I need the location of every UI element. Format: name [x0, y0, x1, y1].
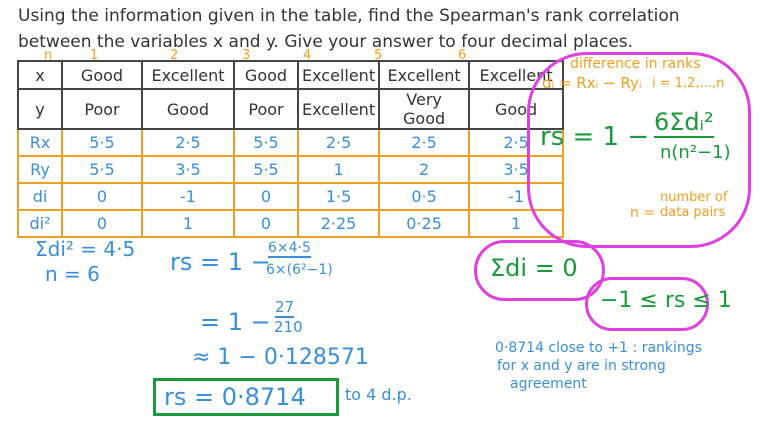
- table-cell: Good: [141, 88, 235, 130]
- conclusion-line: agreement: [510, 376, 587, 392]
- row-label: di²: [17, 209, 63, 238]
- table-cell: Excellent: [141, 60, 235, 90]
- table-cell: 5·5: [233, 155, 299, 184]
- di-definition-label: difference in ranks: [570, 56, 701, 72]
- column-index: 1: [90, 48, 99, 63]
- column-index: 2: [170, 48, 179, 63]
- spearman-formula-lhs: rs = 1 −: [540, 122, 650, 152]
- table-cell: 0: [233, 182, 299, 211]
- table-cell: 3·5: [141, 155, 235, 184]
- step2-numerator: 27: [275, 298, 295, 318]
- step3: ≈ 1 − 0·128571: [192, 345, 369, 370]
- table-cell: Good: [233, 60, 299, 90]
- formula-cloud: [527, 52, 751, 248]
- step1-denominator: 6×(6²−1): [266, 262, 333, 278]
- i-range: i = 1,2,...,n: [652, 76, 725, 91]
- row-label: Rx: [17, 128, 63, 157]
- step1-lhs: rs = 1 −: [170, 248, 271, 276]
- table-cell: 3·5: [468, 155, 565, 184]
- row-label: y: [17, 88, 63, 130]
- table-cell: Good: [61, 60, 143, 90]
- table-cell: 5·5: [233, 128, 299, 157]
- step2-lhs: = 1 −: [200, 308, 271, 336]
- spearman-formula-numerator: 6Σdᵢ²: [654, 108, 714, 138]
- sum-di-note: Σdi = 0: [490, 254, 578, 282]
- conclusion-line: for x and y are in strong: [497, 358, 666, 374]
- table-cell: 0: [233, 209, 299, 238]
- step1-numerator: 6×4·5: [268, 240, 311, 258]
- table-cell: -1: [141, 182, 235, 211]
- table-cell: Excellent: [296, 88, 381, 130]
- range-note: −1 ≤ rs ≤ 1: [600, 288, 732, 313]
- range-cloud: [585, 277, 709, 331]
- n-label: data pairs: [660, 205, 726, 220]
- row-label: x: [17, 60, 63, 90]
- column-index: 3: [242, 48, 251, 63]
- row-label: di: [17, 182, 63, 211]
- step2-denominator: 210: [274, 318, 303, 336]
- conclusion-line: 0·8714 close to +1 : rankings: [495, 340, 702, 356]
- table-cell: 2·5: [296, 128, 381, 157]
- table-cell: Excellent: [296, 60, 381, 90]
- spearman-formula-denominator: n(n²−1): [660, 142, 731, 163]
- table-cell: 1: [296, 155, 381, 184]
- table-cell: 5·5: [61, 128, 143, 157]
- table-cell: 2·5: [468, 128, 565, 157]
- table-cell: 0: [61, 182, 143, 211]
- table-cell: 2·25: [296, 209, 381, 238]
- n-definition: n =: [630, 205, 656, 221]
- table-cell: Excellent: [378, 60, 471, 90]
- table-cell: 2·5: [378, 128, 471, 157]
- table-cell: 5·5: [61, 155, 143, 184]
- table-cell: 2·5: [141, 128, 235, 157]
- table-cell: 2: [378, 155, 471, 184]
- table-cell: 1·5: [296, 182, 381, 211]
- final-answer: rs = 0·8714: [153, 378, 339, 416]
- question-line-2: between the variables x and y. Give your…: [18, 32, 634, 52]
- table-cell: Very Good: [378, 88, 471, 130]
- table-cell: 0·25: [378, 209, 471, 238]
- table-cell: 1: [141, 209, 235, 238]
- n-label: number of: [660, 190, 728, 205]
- sum-di-squared: Σdi² = 4·5: [35, 237, 136, 261]
- question-line-1: Using the information given in the table…: [18, 6, 680, 26]
- sum-di-cloud: [474, 240, 605, 301]
- column-index: n: [44, 48, 53, 63]
- answer-suffix: to 4 d.p.: [345, 385, 412, 404]
- row-label: Ry: [17, 155, 63, 184]
- table-cell: 0·5: [378, 182, 471, 211]
- table-cell: 0: [61, 209, 143, 238]
- column-index: 4: [303, 48, 312, 63]
- table-cell: Poor: [233, 88, 299, 130]
- table-cell: Poor: [61, 88, 143, 130]
- n-value: n = 6: [45, 262, 100, 286]
- column-index: 5: [374, 48, 383, 63]
- column-index: 6: [458, 48, 467, 63]
- di-definition: dᵢ = Rxᵢ − Ryᵢ: [542, 74, 642, 92]
